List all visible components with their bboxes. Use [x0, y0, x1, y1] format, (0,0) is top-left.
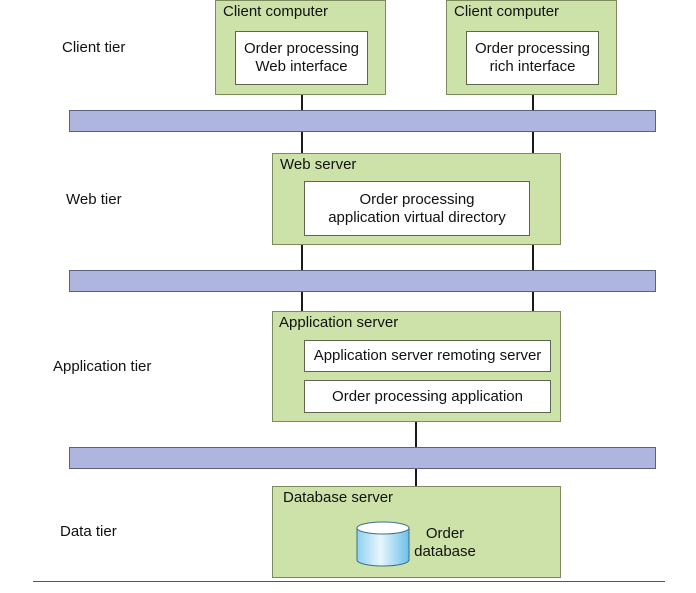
bottom-divider: [33, 581, 665, 582]
client-computer-title-2: Client computer: [454, 3, 560, 20]
connector-bus2-app-right: [532, 291, 534, 311]
network-bus-web-application: [69, 270, 656, 292]
virtual-directory-line-1: Order processing: [359, 190, 475, 208]
connector-bus3-db: [415, 468, 417, 486]
network-bus-application-data: [69, 447, 656, 469]
database-cylinder-icon: [356, 521, 410, 567]
connector-web-bus2-left: [301, 244, 303, 270]
client-computer-title-1: Client computer: [223, 3, 329, 20]
application-server-title: Application server: [279, 314, 399, 331]
tier-label-client: Client tier: [62, 39, 126, 56]
web-server-node: Web server Order processing application …: [272, 153, 561, 245]
connector-app-bus3: [415, 421, 417, 447]
rich-interface-line-2: rich interface: [489, 58, 576, 75]
database-server-title: Database server: [283, 489, 394, 506]
connector-bus2-app-left: [301, 291, 303, 311]
client-computer-node-1: Client computer Order processing Web int…: [215, 0, 386, 95]
client-computer-node-2: Client computer Order processing rich in…: [446, 0, 617, 95]
database-server-node: Database server Order database: [272, 486, 561, 578]
virtual-directory-box: Order processing application virtual dir…: [304, 181, 530, 236]
connector-bus1-web-right: [532, 132, 534, 153]
tier-label-application: Application tier: [53, 358, 152, 375]
order-database-label: Order database: [409, 525, 481, 561]
connector-client2-bus1: [532, 94, 534, 110]
application-server-node: Application server Application server re…: [272, 311, 561, 422]
connector-client1-bus1: [301, 94, 303, 110]
order-processing-application-box: Order processing application: [304, 380, 551, 413]
network-bus-client-web: [69, 110, 656, 132]
virtual-directory-line-2: application virtual directory: [328, 208, 506, 226]
connector-bus1-web-left: [301, 132, 303, 153]
order-processing-application-label: Order processing application: [332, 387, 523, 405]
remoting-server-label: Application server remoting server: [313, 347, 542, 364]
web-server-title: Web server: [280, 156, 357, 173]
remoting-server-box: Application server remoting server: [304, 340, 551, 372]
order-database-line-2: database: [414, 543, 476, 560]
order-processing-rich-interface-box: Order processing rich interface: [466, 31, 599, 85]
web-interface-line-1: Order processing: [243, 40, 360, 57]
tier-label-data: Data tier: [60, 523, 117, 540]
web-interface-line-2: Web interface: [255, 58, 348, 75]
connector-web-bus2-right: [532, 244, 534, 270]
order-database-line-1: Order: [425, 525, 465, 542]
tier-label-web: Web tier: [66, 191, 122, 208]
order-processing-web-interface-box: Order processing Web interface: [235, 31, 368, 85]
rich-interface-line-1: Order processing: [474, 40, 591, 57]
